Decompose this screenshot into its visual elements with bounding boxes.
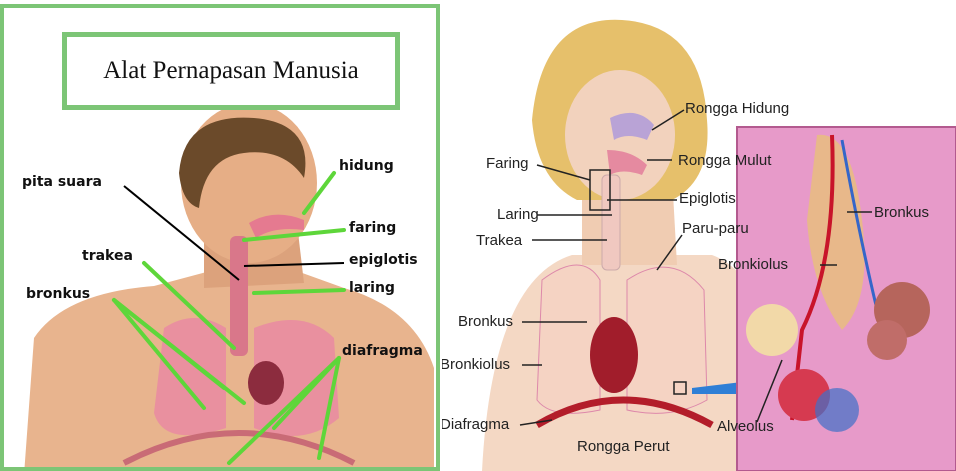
- title-box: Alat Pernapasan Manusia: [62, 32, 400, 110]
- label-paru-paru: Paru-paru: [682, 220, 749, 237]
- label-pita-suara: pita suara: [22, 174, 102, 190]
- label-bronkus-right: Bronkus: [458, 313, 513, 330]
- label-hidung: hidung: [339, 158, 394, 174]
- right-diagram-panel: Rongga Hidung Faring Rongga Mulut Epiglo…: [442, 0, 956, 471]
- label-rongga-perut: Rongga Perut: [577, 438, 670, 455]
- label-trakea-right: Trakea: [476, 232, 522, 249]
- label-rongga-mulut: Rongga Mulut: [678, 152, 771, 169]
- label-diafragma: diafragma: [342, 343, 423, 359]
- diagram-title: Alat Pernapasan Manusia: [103, 57, 358, 85]
- label-bronkus: bronkus: [26, 286, 90, 302]
- label-laring-right: Laring: [497, 206, 539, 223]
- label-rongga-hidung: Rongga Hidung: [685, 100, 789, 117]
- label-bronkiolus-right: Bronkiolus: [442, 356, 510, 373]
- label-bronkiolus-inset: Bronkiolus: [718, 256, 788, 273]
- label-laring: laring: [349, 280, 395, 296]
- label-bronkus-inset: Bronkus: [874, 204, 929, 221]
- label-trakea: trakea: [82, 248, 133, 264]
- label-faring: faring: [349, 220, 396, 236]
- label-faring-right: Faring: [486, 155, 529, 172]
- label-epiglotis-right: Epiglotis: [679, 190, 736, 207]
- label-epiglotis: epiglotis: [349, 252, 418, 268]
- label-diafragma-right: Diafragma: [442, 416, 509, 433]
- label-alveolus: Alveolus: [717, 418, 774, 435]
- left-diagram-panel: Alat Pernapasan Manusia pita suara hidun…: [0, 4, 440, 471]
